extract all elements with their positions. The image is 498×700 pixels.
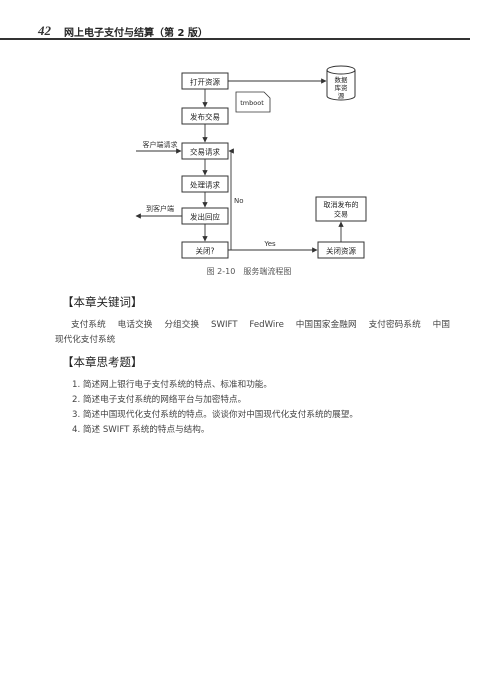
node-tx-request-label: 交易请求 — [190, 147, 220, 157]
keyword-item: 支付系统 — [71, 320, 106, 330]
keyword-item: 中国国家金融网 — [295, 320, 357, 330]
question-item: 4. 简述 SWIFT 系统的特点与结构。 — [72, 425, 210, 435]
tmboot-note-label: tmboot — [240, 99, 264, 107]
node-cancel-publish — [315, 196, 367, 222]
node-cancel-publish-label-2: 交易 — [334, 210, 348, 219]
node-close-resource-label: 关闭资源 — [326, 246, 356, 256]
database-label-3: 源 — [338, 91, 345, 100]
header-rule — [0, 38, 470, 40]
node-cancel-publish-label-1: 取消发布的 — [324, 200, 359, 209]
question-item: 3. 简述中国现代化支付系统的特点。谈谈你对中国现代化支付系统的展望。 — [72, 410, 358, 420]
node-respond-label: 发出回应 — [190, 212, 220, 222]
database-label-1: 数据 — [335, 75, 349, 84]
keywords-heading: 【本章关键词】 — [62, 295, 143, 309]
keyword-item: 支付密码系统 — [368, 320, 421, 330]
database-label-2: 库资 — [335, 83, 349, 92]
page-number: 42 — [38, 23, 51, 38]
running-title: 网上电子支付与结算（第 2 版） — [64, 28, 208, 39]
node-publish-label: 发布交易 — [190, 112, 220, 122]
to-client-label: 到客户端 — [146, 204, 174, 213]
edge-no-loop — [228, 148, 234, 251]
client-request-label: 客户端请求 — [143, 140, 178, 149]
keyword-item: SWIFT — [211, 320, 238, 330]
page-header: 42 网上电子支付与结算（第 2 版） — [0, 0, 498, 44]
questions-list: 1. 简述网上银行电子支付系统的特点、标准和功能。 2. 简述电子支付系统的网络… — [72, 378, 358, 438]
database-icon — [326, 65, 356, 101]
keywords-list: 支付系统 电话交换 分组交换 SWIFT FedWire 中国国家金融网 支付密… — [55, 318, 450, 348]
node-close-question-label: 关闭? — [196, 246, 215, 256]
node-open-resource-label: 打开资源 — [190, 77, 220, 87]
questions-heading: 【本章思考题】 — [62, 355, 143, 369]
keyword-item: 中国现代化支付系统 — [55, 320, 450, 345]
node-process-label: 处理请求 — [190, 180, 220, 190]
question-item: 1. 简述网上银行电子支付系统的特点、标准和功能。 — [72, 380, 272, 390]
question-item: 2. 简述电子支付系统的网络平台与加密特点。 — [72, 395, 247, 405]
keyword-item: FedWire — [249, 320, 284, 330]
flowchart: 打开资源 发布交易 交易请求 处理请求 发出回应 关闭? 关闭资源 取消发布的 … — [135, 65, 367, 259]
figure-caption: 图 2-10 服务端流程图 — [206, 267, 292, 276]
yes-label: Yes — [263, 240, 276, 248]
no-label: No — [234, 197, 244, 205]
keyword-item: 电话交换 — [117, 320, 153, 330]
tmboot-note — [235, 91, 271, 113]
keyword-item: 分组交换 — [164, 320, 200, 330]
